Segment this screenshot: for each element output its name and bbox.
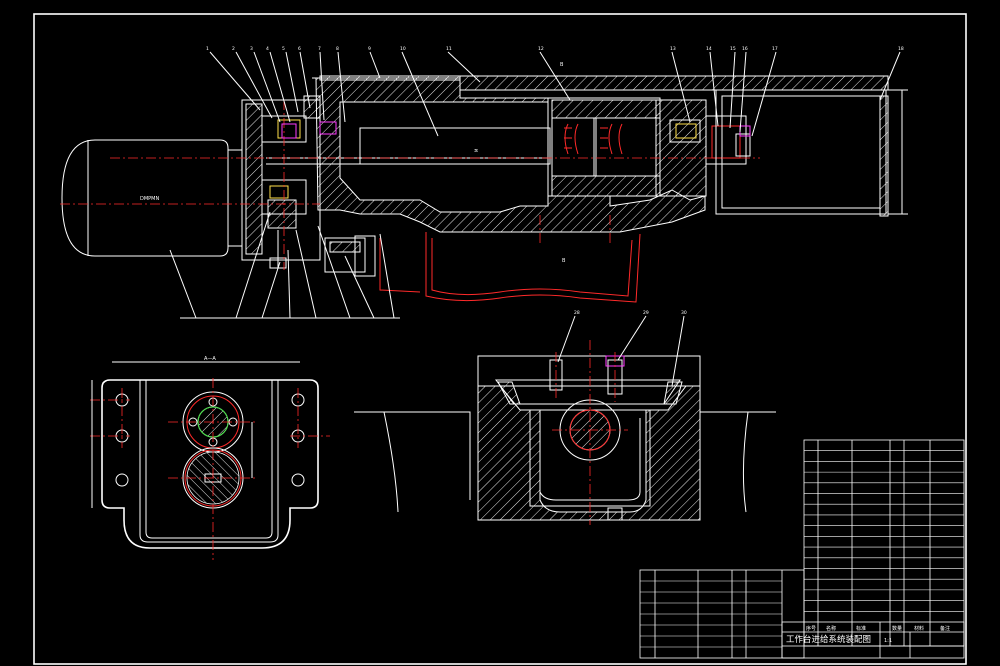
svg-text:14: 14 [706,46,712,52]
svg-text:12: 12 [538,46,544,52]
callout-leaders-top [209,51,901,137]
header-col-5: 材料 [914,625,924,632]
title-block [781,621,965,659]
svg-text:29: 29 [643,310,649,316]
guide-rail-outline [431,238,633,297]
svg-text:18: 18 [898,46,904,52]
machine-bed-outline [354,411,776,513]
motor-label: DMPMN [140,196,159,202]
saddle-block [477,355,701,387]
header-col-2: 名称 [826,625,836,632]
main-assembly-view: DMPMN [60,46,908,319]
svg-text:15: 15 [730,46,736,52]
section-label: A—A [204,356,216,362]
ball-screw-shaft [359,127,551,165]
svg-text:30: 30 [681,310,687,316]
svg-text:7: 7 [318,46,321,52]
svg-text:4: 4 [266,46,269,52]
parts-list-right [803,439,965,647]
callout-leaders-bottom [169,211,400,319]
header-col-4: 数量 [892,625,902,632]
svg-text:10: 10 [400,46,406,52]
drawing-scale: 1:1 [884,638,892,644]
svg-text:8: 8 [336,46,339,52]
section-housing-outer [101,379,319,549]
section-view-b-b: 28 29 30 [354,310,776,525]
coupling-left [551,117,595,177]
svg-text:16: 16 [742,46,748,52]
parts-list-left-rows [640,580,782,648]
slide-body-casting [315,77,706,233]
svg-text:9: 9 [368,46,371,52]
svg-text:2: 2 [232,46,235,52]
sheet-border [33,13,967,665]
svg-text:17: 17 [772,46,778,52]
svg-text:M: M [474,148,479,152]
header-col-3: 标准 [856,625,866,632]
header-col-6: 备注 [940,625,950,632]
coupling-right [595,117,657,177]
drawing-title: 工作台进给系统装配图 [786,634,871,645]
svg-text:3: 3 [250,46,253,52]
section-view-a-a: A—A [90,356,330,560]
header-col-1: 序号 [806,625,816,632]
svg-text:B: B [560,62,564,68]
svg-text:1: 1 [206,46,209,52]
servo-motor [61,139,229,257]
svg-text:11: 11 [446,46,452,52]
svg-text:B: B [562,258,566,264]
parts-list-right-rows [804,450,964,612]
svg-text:13: 13 [670,46,676,52]
svg-text:6: 6 [298,46,301,52]
svg-text:5: 5 [282,46,285,52]
svg-text:28: 28 [574,310,580,316]
